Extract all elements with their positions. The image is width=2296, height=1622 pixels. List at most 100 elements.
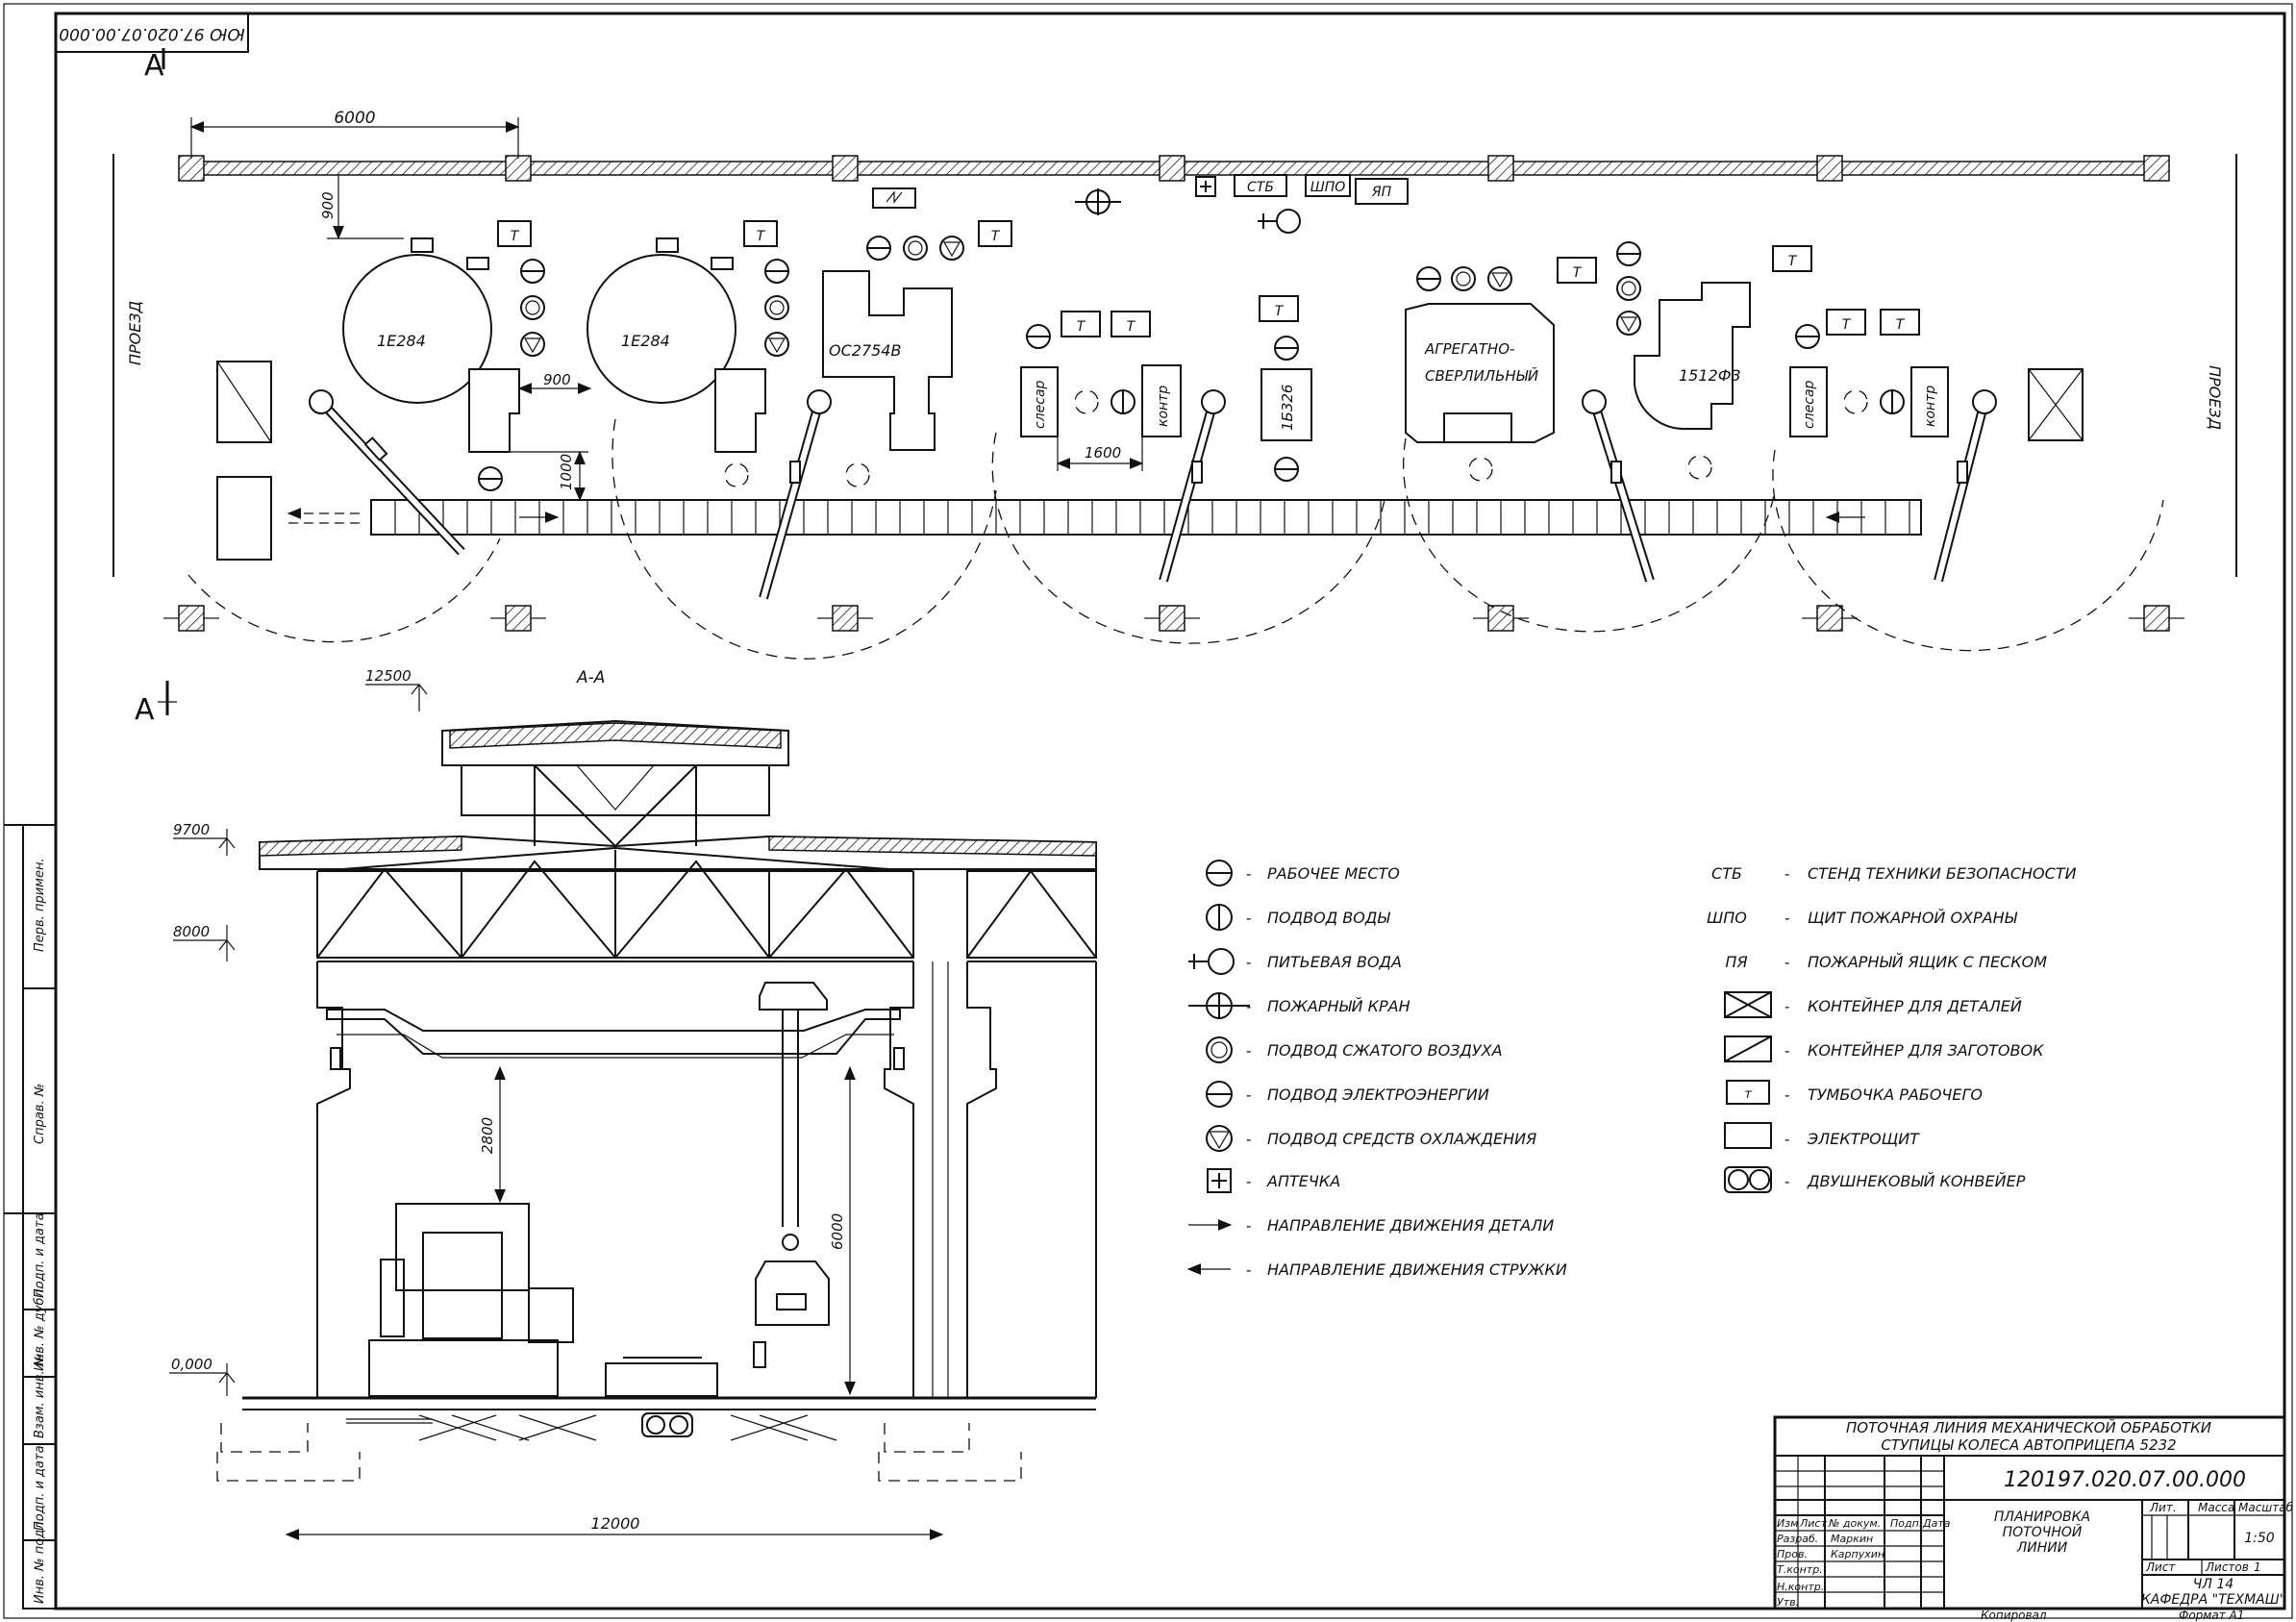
section-view: 12500 9700 8000 0,000 <box>169 667 1097 1540</box>
svg-text:СТУПИЦЫ КОЛЕСА АВТОПРИЦЕПА 523: СТУПИЦЫ КОЛЕСА АВТОПРИЦЕПА 5232 <box>1881 1436 2176 1454</box>
stb-box <box>1234 174 1287 197</box>
svg-text:Справ. №: Справ. № <box>33 1084 47 1144</box>
svg-text:Подп.: Подп. <box>1890 1517 1922 1530</box>
legend-item: ПОЖАРНЫЙ ЯЩИК С ПЕСКОМ <box>1808 953 2047 971</box>
svg-text:Т: Т <box>1127 319 1136 335</box>
svg-text:ЧЛ 14: ЧЛ 14 <box>2193 1577 2234 1592</box>
svg-text:Дата: Дата <box>1922 1517 1951 1530</box>
svg-text:ПОТОЧНОЙ: ПОТОЧНОЙ <box>2003 1523 2083 1540</box>
legend-item: ПИТЬЕВАЯ ВОДА <box>1267 953 1402 971</box>
svg-text:Т: Т <box>991 229 1001 244</box>
svg-text:Инв. № дубл.: Инв. № дубл. <box>33 1285 47 1371</box>
passage-left-label: ПРОЕЗД <box>126 301 144 365</box>
dim-6000-vert: 6000 <box>829 1213 846 1250</box>
legend-item: РАБОЧЕЕ МЕСТО <box>1267 864 1400 883</box>
svg-text:-: - <box>1784 1173 1789 1190</box>
svg-text:-: - <box>1784 1042 1789 1060</box>
title-block: ПОТОЧНАЯ ЛИНИЯ МЕХАНИЧЕСКОЙ ОБРАБОТКИ СТ… <box>1773 1415 2294 1622</box>
svg-text:№ докум.: № докум. <box>1828 1517 1881 1530</box>
machine-label-1: 1Е284 <box>377 332 426 350</box>
legend-item: ЭЛЕКТРОЩИТ <box>1807 1130 1920 1148</box>
svg-text:Т: Т <box>1573 265 1583 281</box>
svg-text:Утв.: Утв. <box>1777 1596 1799 1609</box>
container-parts <box>2028 368 2084 441</box>
dim-6000: 6000 <box>334 109 375 128</box>
legend-item: ПОДВОД СЖАТОГО ВОЗДУХА <box>1267 1041 1503 1060</box>
svg-text:-: - <box>1246 1217 1251 1235</box>
dim-900-top: 900 <box>319 191 337 219</box>
slesar-bench-2 <box>1789 366 1828 437</box>
service-symbols <box>478 176 1905 491</box>
legend-item: КОНТЕЙНЕР ДЛЯ ДЕТАЛЕЙ <box>1808 997 2022 1015</box>
svg-text:Взам. инв. №: Взам. инв. № <box>33 1354 47 1438</box>
slesar-bench-1 <box>1020 366 1059 437</box>
level-marks: 12500 9700 8000 0,000 <box>169 667 428 1396</box>
svg-text:Н.контр.: Н.контр. <box>1777 1581 1824 1593</box>
kontr-bench-1 <box>1141 364 1182 437</box>
yap-label: ЯП <box>1371 185 1392 200</box>
plan-view: ПРОЕЗД ПРОЕЗД 6000 900 1Е284 1Е284 900 <box>112 109 2237 660</box>
svg-text:ЛИНИИ: ЛИНИИ <box>2016 1540 2068 1556</box>
machine-1e284-b: 1Е284 <box>586 237 766 453</box>
svg-text:12500: 12500 <box>365 667 412 685</box>
passage-right-label: ПРОЕЗД <box>2206 365 2224 430</box>
legend-item: СТЕНД ТЕХНИКИ БЕЗОПАСНОСТИ <box>1808 864 2077 883</box>
section-marker-top: А <box>144 49 164 83</box>
electro-panel-left <box>216 476 272 561</box>
svg-text:-: - <box>1784 998 1789 1015</box>
legend-item: ДВУШНЕКОВЫЙ КОНВЕЙЕР <box>1807 1172 2026 1190</box>
svg-text:-: - <box>1246 865 1251 883</box>
svg-text:Лит.: Лит. <box>2149 1501 2177 1514</box>
columns-top <box>178 155 2170 182</box>
svg-text:Разраб.: Разраб. <box>1777 1533 1818 1545</box>
svg-text:Масштаб: Масштаб <box>2238 1501 2294 1514</box>
kontr-label-1: контр <box>1156 386 1171 427</box>
svg-text:Перв. примен.: Перв. примен. <box>33 858 47 952</box>
machine-oc2754b: ОС2754В <box>822 270 953 451</box>
machine-label-3: ОС2754В <box>829 341 901 360</box>
section-marker-bottom: А <box>135 693 155 727</box>
svg-text:Т: Т <box>1896 317 1906 333</box>
svg-text:Масса: Масса <box>2198 1501 2234 1514</box>
svg-text:-: - <box>1246 1086 1251 1104</box>
inner-frame <box>54 12 2286 1610</box>
legend-left: - - - - - - - - - - РАБОЧЕЕ МЕСТО ПОДВОД… <box>1186 860 1567 1279</box>
svg-text:ПОТОЧНАЯ ЛИНИЯ МЕХАНИЧЕСКОЙ ОБ: ПОТОЧНАЯ ЛИНИЯ МЕХАНИЧЕСКОЙ ОБРАБОТКИ <box>1846 1418 2211 1436</box>
kontr-label-2: контр <box>1923 386 1938 427</box>
machine-label-2: 1Е284 <box>621 332 670 350</box>
top-stamp: ЮЮ 97.020.07.00.000 <box>55 12 249 53</box>
machine-label-4: 1Б326 <box>1279 385 1296 431</box>
machine-1512f3: 1512Ф3 <box>1634 282 1751 430</box>
slesar-label-1: слесар <box>1033 380 1048 429</box>
svg-text:Формат А1: Формат А1 <box>2179 1609 2244 1622</box>
stb-label: СТБ <box>1247 180 1274 195</box>
dim-1600: 1600 <box>1085 444 1121 462</box>
legend-item: ЩИТ ПОЖАРНОЙ ОХРАНЫ <box>1808 909 2018 927</box>
svg-text:ПЛАНИРОВКА: ПЛАНИРОВКА <box>1994 1510 2090 1525</box>
svg-text:Т: Т <box>1275 304 1285 319</box>
svg-text:1: 1 <box>2254 1560 2261 1574</box>
svg-text:СТБ: СТБ <box>1711 864 1742 883</box>
svg-text:-: - <box>1784 1131 1789 1148</box>
svg-text:Подп. и дата: Подп. и дата <box>33 1445 47 1531</box>
svg-text:-: - <box>1246 1261 1251 1279</box>
machine-label-5a: АГРЕГАТНО- <box>1424 340 1514 358</box>
svg-text:т: т <box>1744 1087 1752 1102</box>
kontr-bench-2 <box>1910 366 1949 437</box>
reach-arcs <box>187 418 2164 660</box>
svg-text:Пров.: Пров. <box>1777 1548 1808 1560</box>
conveyor-cells <box>394 500 1910 535</box>
svg-text:Т: Т <box>1842 317 1852 333</box>
svg-text:-: - <box>1784 865 1789 883</box>
svg-text:-: - <box>1784 954 1789 971</box>
svg-text:-: - <box>1246 1173 1251 1190</box>
slesar-label-2: слесар <box>1802 380 1817 429</box>
dim-900-mid: 900 <box>543 371 571 388</box>
legend-item: НАПРАВЛЕНИЕ ДВИЖЕНИЯ ДЕТАЛИ <box>1267 1216 1554 1235</box>
machine-label-5b: СВЕРЛИЛЬНЫЙ <box>1425 366 1538 385</box>
shpo-label: ШПО <box>1310 180 1346 195</box>
legend-item: НАПРАВЛЕНИЕ ДВИЖЕНИЯ СТРУЖКИ <box>1267 1260 1567 1279</box>
outer-frame <box>3 3 2293 1619</box>
columns-bottom <box>163 605 2184 632</box>
